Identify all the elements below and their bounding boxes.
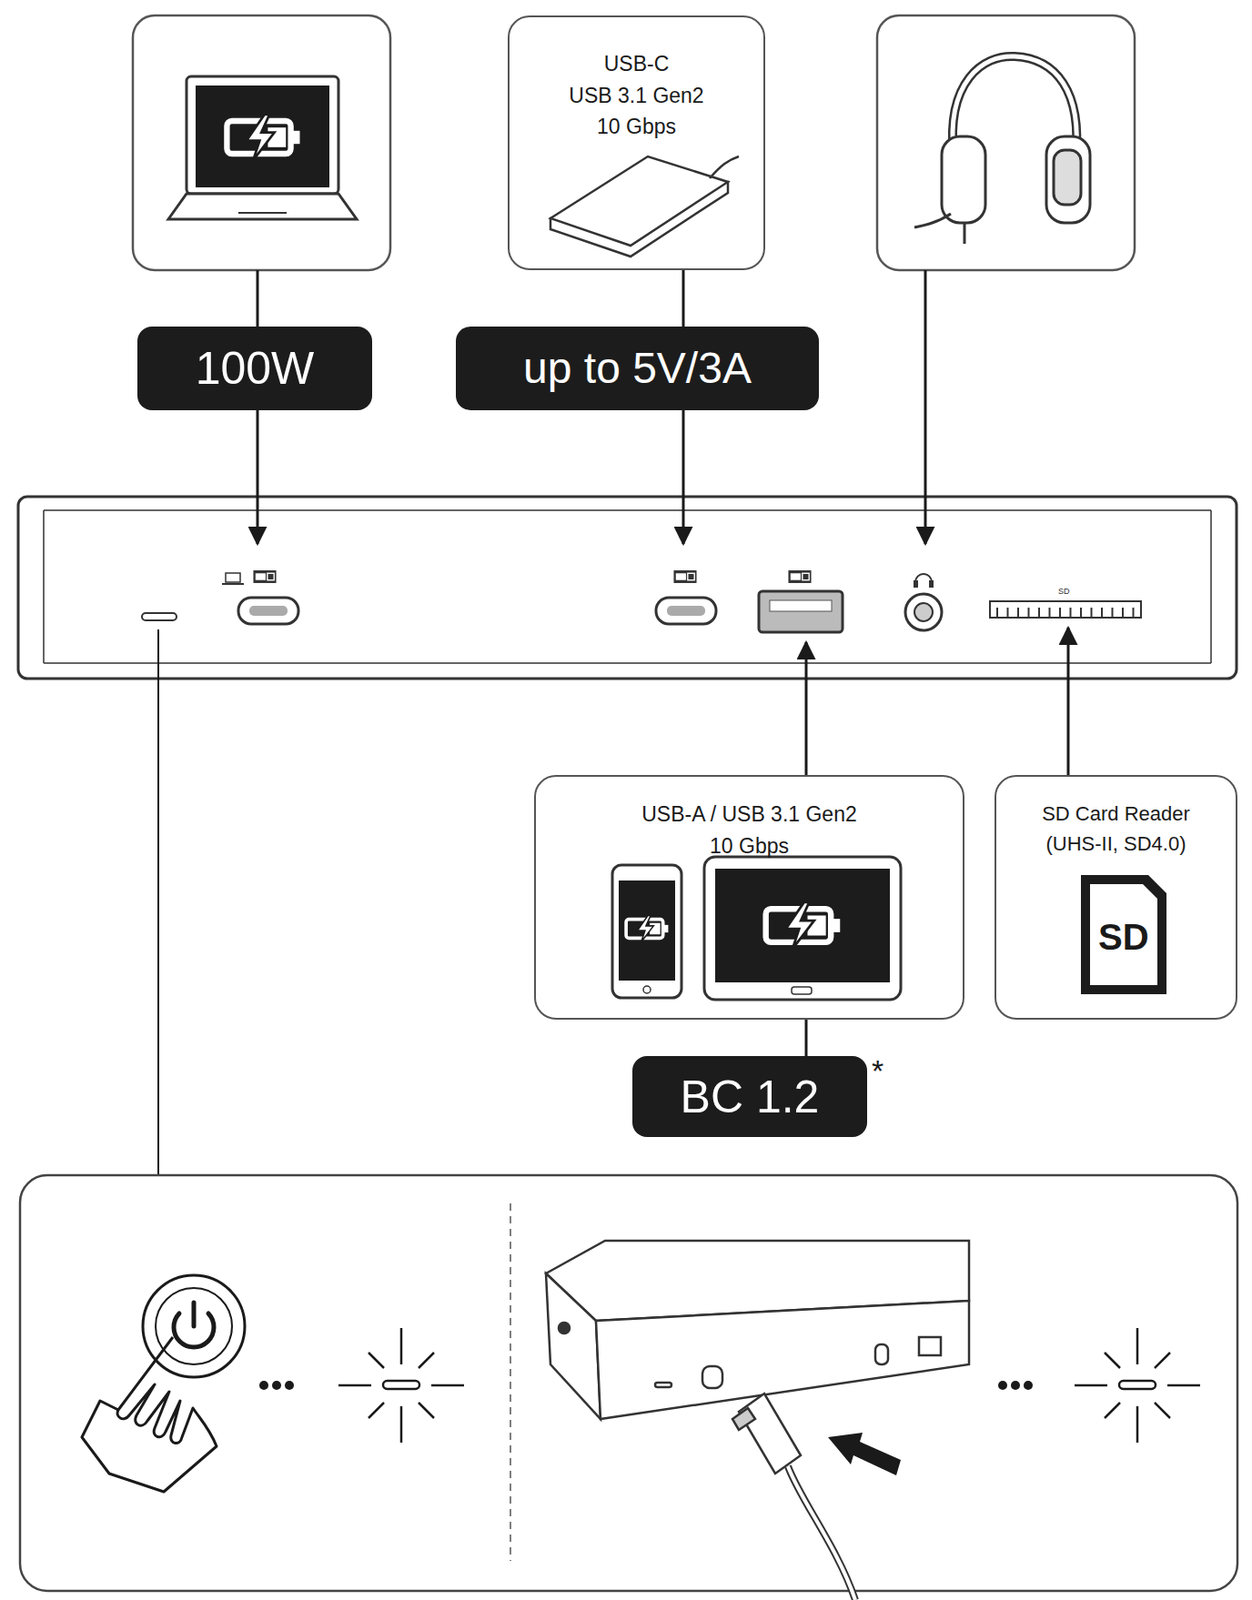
node-text: USB-A / USB 3.1 Gen2 (641, 798, 858, 831)
node-text: USB-C (604, 48, 670, 81)
card-label: SD (1098, 918, 1150, 956)
tablet-icon (704, 857, 901, 1000)
node-text: 10 Gbps (596, 111, 677, 143)
laptop-icon (168, 76, 357, 220)
power-badge: 100W (137, 326, 373, 411)
connector (805, 1019, 808, 1057)
divider (509, 1203, 512, 1562)
hand-icon (81, 1337, 217, 1493)
dock-illustration (545, 1241, 970, 1600)
sd-reader-box: SD Card Reader(UHS-II, SD4.0) (994, 775, 1238, 1020)
headset-box (877, 15, 1135, 271)
laptop-box (132, 15, 391, 271)
connector (682, 270, 686, 327)
power-button (142, 1275, 245, 1378)
node-text: (UHS-II, SD4.0) (1045, 828, 1186, 859)
phone-icon (612, 865, 682, 999)
usb-a-box: USB-A / USB 3.1 Gen210 Gbps (534, 775, 965, 1020)
node-text: BC 1.2 (680, 1074, 820, 1121)
power-badge: up to 5V/3A (455, 326, 819, 411)
instruction-panel (20, 1175, 1238, 1592)
charging-badge: BC 1.2 (632, 1056, 868, 1138)
sd-card-icon (1080, 875, 1167, 995)
node-text: 10 Gbps (709, 830, 789, 863)
node-text: up to 5V/3A (523, 346, 752, 391)
footnote-mark: * (871, 1055, 884, 1087)
drive-box: USB-CUSB 3.1 Gen210 Gbps (507, 15, 766, 271)
node-text: USB 3.1 Gen2 (568, 80, 704, 112)
node-text: SD Card Reader (1041, 798, 1191, 829)
headset-icon (914, 56, 1091, 244)
dock-body (18, 496, 1237, 679)
port-label: SD (1058, 587, 1071, 596)
drive-icon (550, 156, 739, 257)
node-text: 100W (195, 345, 315, 392)
